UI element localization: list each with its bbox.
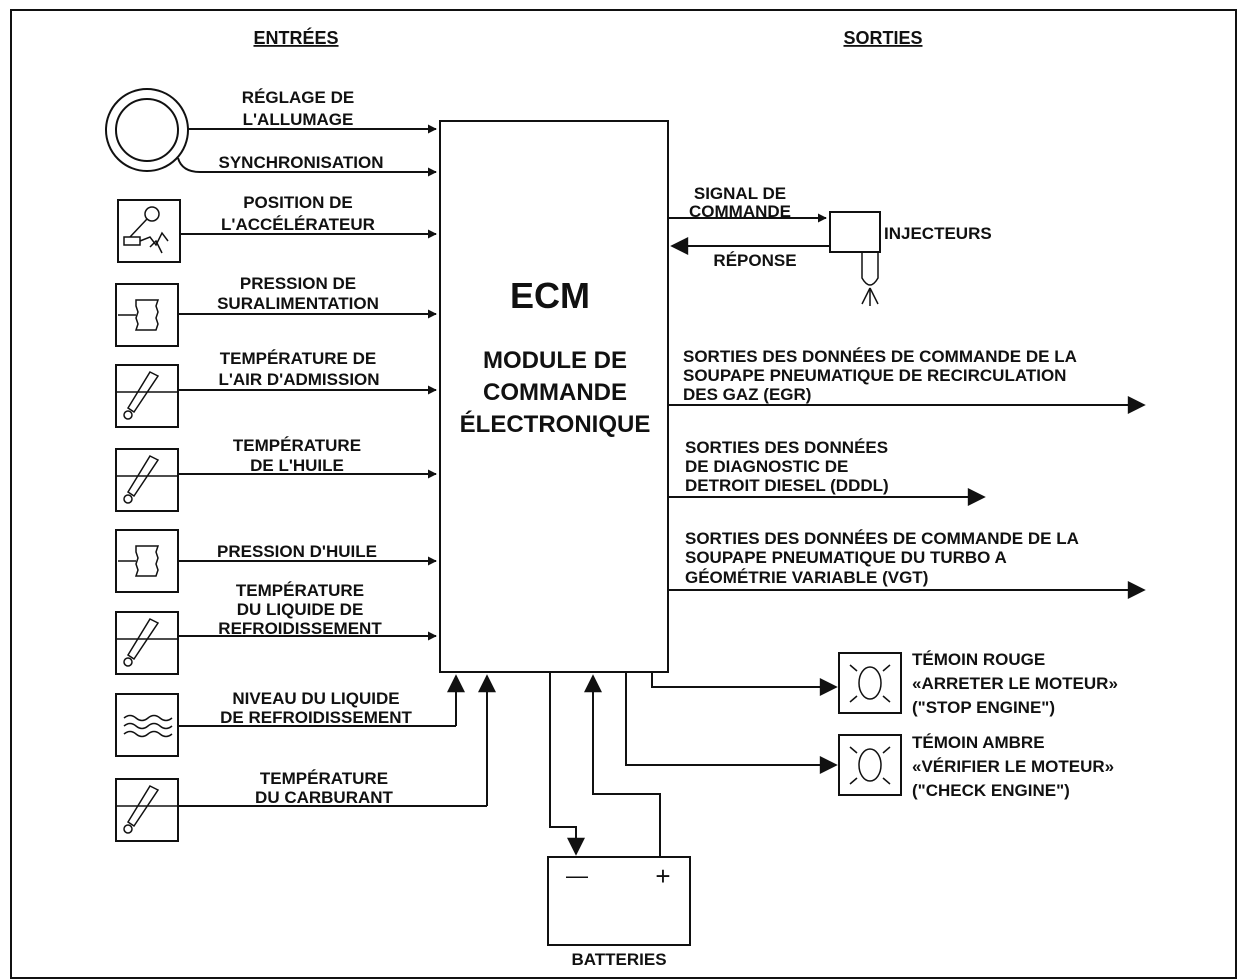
intake-air-temp-label-2: L'AIR D'ADMISSION bbox=[218, 370, 379, 389]
red-lamp-arrow bbox=[651, 672, 838, 696]
dddl-label-2: DE DIAGNOSTIC DE bbox=[685, 457, 848, 476]
injector-icon bbox=[829, 211, 881, 306]
red-lamp-label-3: ("STOP ENGINE") bbox=[912, 698, 1055, 717]
egr-label-2: SOUPAPE PNEUMATIQUE DE RECIRCULATION bbox=[683, 366, 1066, 385]
intake-air-temp-sensor-icon bbox=[115, 364, 179, 428]
inputs-header: ENTRÉES bbox=[253, 27, 338, 48]
ecm-subtitle-line1: MODULE DE bbox=[483, 347, 627, 374]
boost-label-1: PRESSION DE bbox=[240, 274, 356, 293]
outer-frame bbox=[10, 9, 1237, 979]
throttle-sensor-icon bbox=[117, 199, 181, 263]
coolant-temp-label-3: REFROIDISSEMENT bbox=[218, 619, 382, 638]
battery-plus: + bbox=[655, 861, 670, 891]
coolant-temp-sensor-icon bbox=[115, 611, 179, 675]
egr-label-1: SORTIES DES DONNÉES DE COMMANDE DE LA bbox=[683, 347, 1077, 366]
ecm-title: ECM bbox=[510, 275, 590, 316]
coolant-temp-label-2: DU LIQUIDE DE bbox=[237, 600, 364, 619]
amber-lamp-arrow bbox=[625, 672, 838, 774]
throttle-label-1: POSITION DE bbox=[243, 193, 353, 212]
battery-negative-line bbox=[549, 672, 585, 856]
oil-pressure-sensor-icon bbox=[115, 529, 179, 593]
boost-label-2: SURALIMENTATION bbox=[217, 294, 379, 313]
amber-lamp-label-1: TÉMOIN AMBRE bbox=[912, 733, 1045, 752]
boost-pressure-sensor-icon bbox=[115, 283, 179, 347]
red-lamp-label-2: «ARRETER LE MOTEUR» bbox=[912, 674, 1118, 693]
timing-label-2: L'ALLUMAGE bbox=[243, 110, 354, 129]
red-warning-lamp-icon bbox=[838, 652, 902, 714]
command-signal-label-2: COMMANDE bbox=[689, 202, 791, 221]
fuel-temp-label-2: DU CARBURANT bbox=[255, 788, 393, 807]
amber-warning-lamp-icon bbox=[838, 734, 902, 796]
amber-lamp-label-2: «VÉRIFIER LE MOTEUR» bbox=[912, 757, 1114, 776]
sync-label: SYNCHRONISATION bbox=[219, 153, 384, 172]
oil-temp-label-2: DE L'HUILE bbox=[250, 456, 344, 475]
ecm-box bbox=[439, 120, 669, 673]
ecm-subtitle-line2: COMMANDE bbox=[483, 379, 627, 406]
outputs-header: SORTIES bbox=[843, 28, 922, 48]
throttle-label-2: L'ACCÉLÉRATEUR bbox=[221, 215, 375, 234]
vgt-label-2: SOUPAPE PNEUMATIQUE DU TURBO A bbox=[685, 548, 1007, 567]
coolant-level-label-2: DE REFROIDISSEMENT bbox=[220, 708, 412, 727]
battery-positive-line bbox=[584, 674, 661, 857]
battery-minus: — bbox=[566, 863, 588, 888]
red-lamp-label-1: TÉMOIN ROUGE bbox=[912, 650, 1045, 669]
ecm-subtitle-line3: ÉLECTRONIQUE bbox=[460, 410, 651, 438]
fuel-temp-label-1: TEMPÉRATURE bbox=[260, 769, 388, 788]
fuel-temp-sensor-icon bbox=[115, 778, 179, 842]
intake-air-temp-label-1: TEMPÉRATURE DE bbox=[220, 349, 376, 368]
oil-temp-label-1: TEMPÉRATURE bbox=[233, 436, 361, 455]
sync-arrow bbox=[177, 157, 437, 177]
coolant-temp-label-1: TEMPÉRATURE bbox=[236, 581, 364, 600]
response-label: RÉPONSE bbox=[713, 251, 796, 270]
coolant-level-label-1: NIVEAU DU LIQUIDE bbox=[232, 689, 399, 708]
oil-pressure-label: PRESSION D'HUILE bbox=[217, 542, 377, 561]
vgt-label-3: GÉOMÉTRIE VARIABLE (VGT) bbox=[685, 568, 928, 587]
battery-icon bbox=[547, 856, 691, 946]
oil-temp-sensor-icon bbox=[115, 448, 179, 512]
vgt-label-1: SORTIES DES DONNÉES DE COMMANDE DE LA bbox=[685, 529, 1079, 548]
batteries-label: BATTERIES bbox=[571, 950, 666, 969]
timing-sensor-icon bbox=[105, 88, 189, 172]
timing-label-1: RÉGLAGE DE bbox=[242, 88, 354, 107]
egr-label-3: DES GAZ (EGR) bbox=[683, 385, 811, 404]
command-signal-label-1: SIGNAL DE bbox=[694, 184, 786, 203]
amber-lamp-label-3: ("CHECK ENGINE") bbox=[912, 781, 1070, 800]
dddl-label-1: SORTIES DES DONNÉES bbox=[685, 438, 888, 457]
dddl-label-3: DETROIT DIESEL (DDDL) bbox=[685, 476, 889, 495]
injectors-label: INJECTEURS bbox=[884, 224, 992, 243]
coolant-level-sensor-icon bbox=[115, 693, 179, 757]
